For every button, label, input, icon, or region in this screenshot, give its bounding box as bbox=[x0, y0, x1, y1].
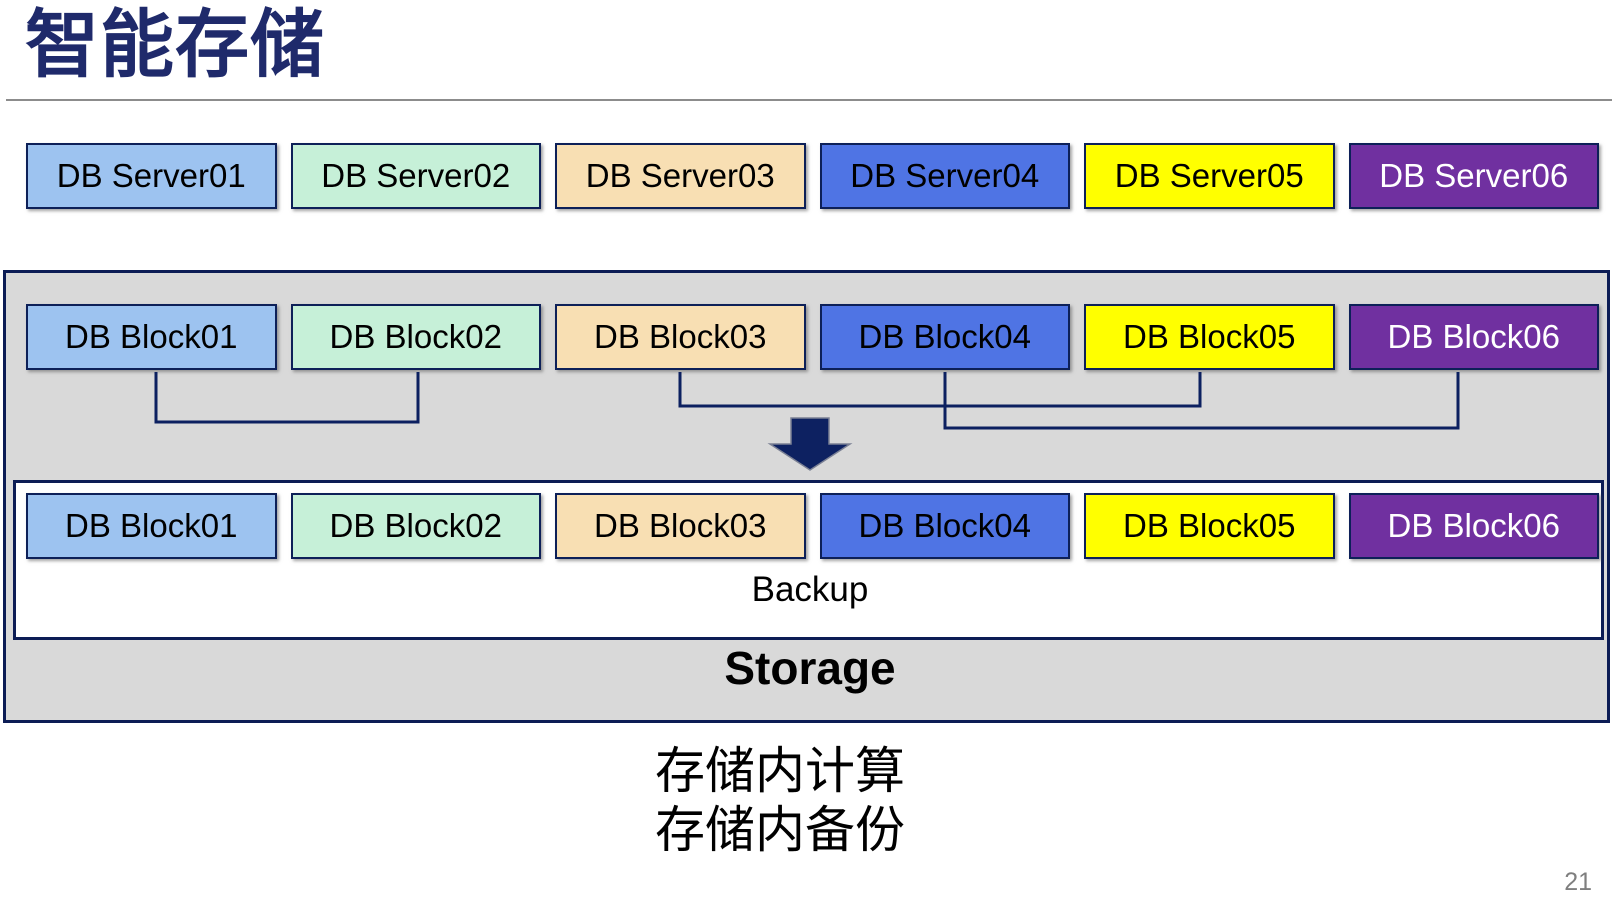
caption-block: 存储内计算 存储内备份 bbox=[655, 742, 905, 860]
db-server-box: DB Server01 bbox=[26, 143, 277, 209]
backup-label: Backup bbox=[751, 570, 869, 609]
caption-line: 存储内计算 bbox=[655, 743, 905, 799]
db-block-box: DB Block02 bbox=[290, 493, 541, 559]
db-block-box: DB Block03 bbox=[555, 493, 806, 559]
db-block-row-storage: DB Block01 DB Block02 DB Block03 DB Bloc… bbox=[26, 493, 1599, 559]
db-server-box: DB Server04 bbox=[819, 143, 1070, 209]
db-block-box: DB Block01 bbox=[26, 493, 277, 559]
db-block-box: DB Block02 bbox=[290, 304, 541, 370]
db-block-box: DB Block05 bbox=[1084, 493, 1335, 559]
db-server-box: DB Server06 bbox=[1348, 143, 1599, 209]
page-title: 智能存储 bbox=[25, 3, 325, 86]
db-block-row-source: DB Block01 DB Block02 DB Block03 DB Bloc… bbox=[26, 304, 1599, 370]
db-server-box: DB Server03 bbox=[555, 143, 806, 209]
page-number: 21 bbox=[1564, 868, 1592, 896]
db-server-box: DB Server05 bbox=[1084, 143, 1335, 209]
db-server-box: DB Server02 bbox=[290, 143, 541, 209]
db-block-box: DB Block06 bbox=[1348, 304, 1599, 370]
caption-line: 存储内备份 bbox=[655, 802, 905, 858]
db-block-box: DB Block06 bbox=[1348, 493, 1599, 559]
backup-box bbox=[13, 480, 1604, 640]
storage-label: Storage bbox=[724, 642, 896, 694]
db-block-box: DB Block04 bbox=[819, 304, 1070, 370]
title-divider bbox=[6, 99, 1612, 101]
db-block-box: DB Block04 bbox=[819, 493, 1070, 559]
db-block-box: DB Block05 bbox=[1084, 304, 1335, 370]
db-server-row: DB Server01 DB Server02 DB Server03 DB S… bbox=[26, 143, 1599, 209]
db-block-box: DB Block01 bbox=[26, 304, 277, 370]
db-block-box: DB Block03 bbox=[555, 304, 806, 370]
